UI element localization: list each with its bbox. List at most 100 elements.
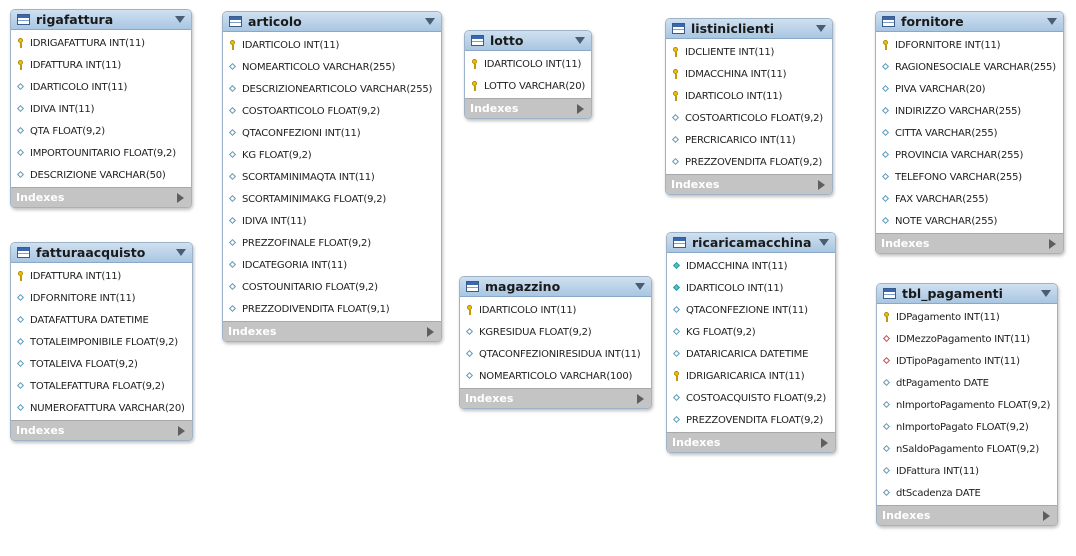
table-column[interactable]: IDMACCHINA INT(11): [666, 63, 832, 85]
table-column[interactable]: nSaldoPagamento FLOAT(9,2): [877, 438, 1057, 460]
table-column[interactable]: IMPORTOUNITARIO FLOAT(9,2): [11, 142, 191, 164]
table-column[interactable]: IDARTICOLO INT(11): [465, 53, 591, 75]
collapse-chevron-icon[interactable]: [575, 37, 585, 44]
indexes-section[interactable]: Indexes: [11, 420, 192, 440]
table-column[interactable]: nImportoPagato FLOAT(9,2): [877, 416, 1057, 438]
table-column[interactable]: QTACONFEZIONI INT(11): [223, 122, 441, 144]
table-header[interactable]: fatturaacquisto: [11, 243, 192, 263]
expand-arrow-icon[interactable]: [177, 192, 184, 203]
expand-arrow-icon[interactable]: [1043, 510, 1050, 521]
table-column[interactable]: IDARTICOLO INT(11): [667, 277, 835, 299]
table-column[interactable]: nImportoPagamento FLOAT(9,2): [877, 394, 1057, 416]
table-header[interactable]: tbl_pagamenti: [877, 284, 1057, 304]
table-column[interactable]: IDPagamento INT(11): [877, 306, 1057, 328]
table-column[interactable]: PROVINCIA VARCHAR(255): [876, 144, 1063, 166]
indexes-section[interactable]: Indexes: [465, 98, 591, 118]
collapse-chevron-icon[interactable]: [635, 283, 645, 290]
table-column[interactable]: COSTOARTICOLO FLOAT(9,2): [666, 107, 832, 129]
collapse-chevron-icon[interactable]: [176, 249, 186, 256]
table-column[interactable]: IDARTICOLO INT(11): [223, 34, 441, 56]
collapse-chevron-icon[interactable]: [816, 25, 826, 32]
table-header[interactable]: lotto: [465, 31, 591, 51]
table-header[interactable]: magazzino: [460, 277, 651, 297]
table-column[interactable]: TOTALEIMPONIBILE FLOAT(9,2): [11, 331, 192, 353]
table-header[interactable]: fornitore: [876, 12, 1063, 32]
table-column[interactable]: DATARICARICA DATETIME: [667, 343, 835, 365]
expand-arrow-icon[interactable]: [178, 425, 185, 436]
indexes-section[interactable]: Indexes: [667, 432, 835, 452]
table-header[interactable]: articolo: [223, 12, 441, 32]
table-column[interactable]: KGRESIDUA FLOAT(9,2): [460, 321, 651, 343]
table-column[interactable]: IDARTICOLO INT(11): [460, 299, 651, 321]
collapse-chevron-icon[interactable]: [1041, 290, 1051, 297]
table-column[interactable]: SCORTAMINIMAKG FLOAT(9,2): [223, 188, 441, 210]
expand-arrow-icon[interactable]: [1049, 238, 1056, 249]
indexes-section[interactable]: Indexes: [877, 505, 1057, 525]
indexes-section[interactable]: Indexes: [666, 174, 832, 194]
table-column[interactable]: PERCRICARICO INT(11): [666, 129, 832, 151]
table-column[interactable]: DESCRIZIONEARTICOLO VARCHAR(255): [223, 78, 441, 100]
table-column[interactable]: QTACONFEZIONIRESIDUA INT(11): [460, 343, 651, 365]
table-column[interactable]: IDFATTURA INT(11): [11, 54, 191, 76]
table-column[interactable]: TOTALEFATTURA FLOAT(9,2): [11, 375, 192, 397]
table-column[interactable]: COSTOARTICOLO FLOAT(9,2): [223, 100, 441, 122]
collapse-chevron-icon[interactable]: [819, 239, 829, 246]
indexes-section[interactable]: Indexes: [11, 187, 191, 207]
indexes-section[interactable]: Indexes: [460, 388, 651, 408]
table-header[interactable]: ricaricamacchina: [667, 233, 835, 253]
table-column[interactable]: IDMezzoPagamento INT(11): [877, 328, 1057, 350]
table-header[interactable]: rigafattura: [11, 10, 191, 30]
expand-arrow-icon[interactable]: [637, 393, 644, 404]
table-column[interactable]: PIVA VARCHAR(20): [876, 78, 1063, 100]
expand-arrow-icon[interactable]: [818, 179, 825, 190]
table-column[interactable]: IDFORNITORE INT(11): [876, 34, 1063, 56]
table-column[interactable]: IDFATTURA INT(11): [11, 265, 192, 287]
table-column[interactable]: NUMEROFATTURA VARCHAR(20): [11, 397, 192, 419]
table-column[interactable]: IDCATEGORIA INT(11): [223, 254, 441, 276]
table-column[interactable]: LOTTO VARCHAR(20): [465, 75, 591, 97]
table-column[interactable]: IDCLIENTE INT(11): [666, 41, 832, 63]
collapse-chevron-icon[interactable]: [425, 18, 435, 25]
table-column[interactable]: IDRIGARICARICA INT(11): [667, 365, 835, 387]
table-column[interactable]: dtPagamento DATE: [877, 372, 1057, 394]
table-column[interactable]: PREZZOVENDITA FLOAT(9,2): [666, 151, 832, 173]
expand-arrow-icon[interactable]: [577, 103, 584, 114]
indexes-section[interactable]: Indexes: [876, 233, 1063, 253]
table-column[interactable]: IDIVA INT(11): [11, 98, 191, 120]
table-column[interactable]: TELEFONO VARCHAR(255): [876, 166, 1063, 188]
table-column[interactable]: KG FLOAT(9,2): [223, 144, 441, 166]
table-column[interactable]: COSTOACQUISTO FLOAT(9,2): [667, 387, 835, 409]
table-column[interactable]: INDIRIZZO VARCHAR(255): [876, 100, 1063, 122]
table-column[interactable]: NOMEARTICOLO VARCHAR(100): [460, 365, 651, 387]
table-column[interactable]: IDTipoPagamento INT(11): [877, 350, 1057, 372]
table-column[interactable]: dtScadenza DATE: [877, 482, 1057, 504]
table-column[interactable]: PREZZOVENDITA FLOAT(9,2): [667, 409, 835, 431]
indexes-section[interactable]: Indexes: [223, 321, 441, 341]
table-column[interactable]: KG FLOAT(9,2): [667, 321, 835, 343]
table-column[interactable]: IDIVA INT(11): [223, 210, 441, 232]
table-column[interactable]: FAX VARCHAR(255): [876, 188, 1063, 210]
table-column[interactable]: DATAFATTURA DATETIME: [11, 309, 192, 331]
table-column[interactable]: IDMACCHINA INT(11): [667, 255, 835, 277]
table-column[interactable]: DESCRIZIONE VARCHAR(50): [11, 164, 191, 186]
collapse-chevron-icon[interactable]: [1047, 18, 1057, 25]
expand-arrow-icon[interactable]: [821, 437, 828, 448]
table-column[interactable]: QTACONFEZIONE INT(11): [667, 299, 835, 321]
table-column[interactable]: RAGIONESOCIALE VARCHAR(255): [876, 56, 1063, 78]
expand-arrow-icon[interactable]: [427, 326, 434, 337]
table-column[interactable]: PREZZOFINALE FLOAT(9,2): [223, 232, 441, 254]
table-column[interactable]: TOTALEIVA FLOAT(9,2): [11, 353, 192, 375]
table-column[interactable]: COSTOUNITARIO FLOAT(9,2): [223, 276, 441, 298]
table-column[interactable]: IDFattura INT(11): [877, 460, 1057, 482]
table-column[interactable]: SCORTAMINIMAQTA INT(11): [223, 166, 441, 188]
table-header[interactable]: listiniclienti: [666, 19, 832, 39]
table-column[interactable]: IDFORNITORE INT(11): [11, 287, 192, 309]
table-column[interactable]: NOTE VARCHAR(255): [876, 210, 1063, 232]
